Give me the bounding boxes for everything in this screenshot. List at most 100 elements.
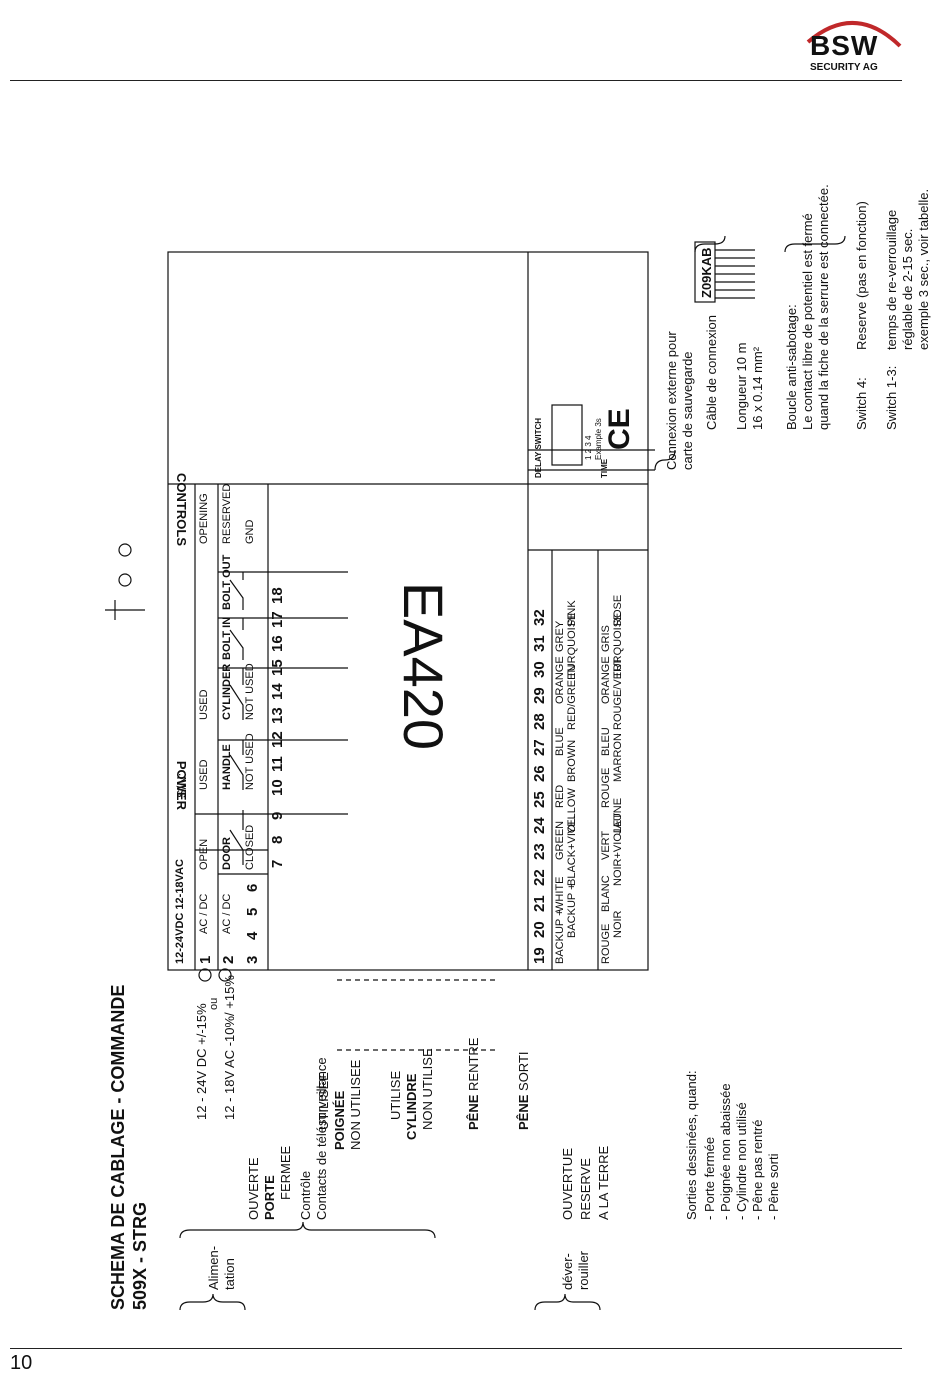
terminal-label: USED [198,759,210,790]
power-or-label: ou [208,997,220,1010]
terminal-label: ORANGE [554,656,566,704]
external-backup-line2: carte de sauvegarde [680,351,695,470]
contact-pene-sorti-bold: PÊNE [516,1094,531,1130]
delay-switch-numbers: 1 2 3 4 [584,435,593,460]
notes-item: - Porte fermée [702,1136,717,1220]
switch13-label: Switch 1-3: [884,365,899,430]
group-label-deverrouiller: déver- [560,1253,575,1290]
terminal-number: 22 [531,869,548,886]
terminal-label: BACKUP + [566,883,578,938]
terminal-number: 27 [531,739,548,756]
power-ac-label: 12 - 18V AC -10%/ +15% [222,975,237,1120]
terminal-number: 9 [269,811,286,820]
switch13-line3: exemple 3 sec., voir tabelle. [916,188,931,350]
terminal-label: BLUE [554,727,566,756]
terminal-number: 25 [531,791,548,808]
logo-brand: BSW [810,30,879,61]
release-reserve: RESERVE [578,1158,593,1220]
contact-pene-rentre-text: RENTRE [466,1037,481,1095]
wire-color-label: MARRON [612,733,624,782]
notes-item: - Cylindre non utilisé [734,1102,749,1220]
terminal-label: BROWN [566,739,578,782]
contact-porte-closed: FERMEE [278,1145,293,1200]
terminal-label: GREY [554,620,566,652]
notes-item: - Poignée non abaissée [718,1083,733,1220]
diagram-title-line2: 509X - STRG [130,1201,150,1310]
footer-rule [10,1348,902,1349]
terminal-number: 23 [531,843,548,860]
terminal-number: 26 [531,765,548,782]
terminal-label: OPENING [198,493,210,544]
terminal-label: WHITE [554,876,566,912]
terminal-label: RESERVED [221,483,233,544]
terminal-number: 16 [269,635,286,652]
terminal-number: 2 [220,955,237,964]
switch13-line2: réglable de 2-15 sec. [900,228,915,350]
tamper-line2: quand la fiche de la serrure est connect… [816,184,831,430]
terminal-number: 3 [244,955,261,964]
power-dc-label: 12 - 24V DC +/-15% [194,1003,209,1120]
terminal-label: GND [244,519,256,544]
terminal-label: AC / DC [221,893,233,934]
terminal-label: PINK [566,600,578,626]
terminal-label: CLOSED [244,824,256,870]
contact-pene-sorti: PÊNE SORTI [516,1051,531,1130]
terminal-number: 6 [244,883,261,892]
terminal-number: 18 [269,587,286,604]
notes-item: - Pêne sorti [766,1153,781,1220]
terminal-number: 21 [531,895,548,912]
logo-tagline: SECURITY AG [810,62,878,73]
group-label-alimentation-line1: Alimen- [206,1245,221,1290]
wiring-diagram: SCHEMA DE CABLAGE - COMMANDE 509X - STRG… [95,150,931,1310]
terminal-label: DOOR [221,837,233,870]
wire-color-label: ROUGE [600,923,612,964]
cable-length: Longueur 10 m [734,342,749,430]
contact-porte-open: OUVERTE [246,1157,261,1220]
group-label-alimentation: Alimen- [206,1245,221,1290]
contact-pene-rentre-bold: PÊNE [466,1094,481,1130]
terminal-number: 15 [269,659,286,676]
contact-poignee-title: POIGNÉE [332,1090,347,1150]
board-power-header: 12-24VDC 12-18VAC [174,859,186,964]
wire-color-label: ROSE [612,594,624,626]
terminal-number: 14 [269,683,286,700]
terminal-label: AC / DC [198,893,210,934]
terminal-number: 31 [531,635,548,652]
cable-title: Câble de connexion [704,315,719,430]
wire-color-label: GRIS [600,625,612,652]
terminal-label: CYLINDER [221,663,233,720]
page-number: 10 [10,1352,33,1374]
delay-switch-example: Example 3s [594,418,603,460]
terminal-number: 1 [197,955,214,964]
group-label-alimentation-2: tation [222,1258,237,1290]
header-rule [10,80,902,81]
group-label-deverrouiller-2: rouiller [576,1250,591,1290]
delay-table-header: TIME [600,458,609,478]
diagram-lines [105,235,846,1310]
terminal-label: NOT USED [244,733,256,790]
terminal-number: 13 [269,707,286,724]
terminal-number: 11 [269,756,286,772]
terminal-label: BOLT OUT [221,554,233,610]
bsw-logo: BSW SECURITY AG [800,12,902,76]
contact-cylindre-not-used: NON UTILISE [420,1048,435,1130]
cable-model: Z09KAB [699,247,714,298]
cable-section: 16 x 0.14 mm² [750,346,765,430]
terminal-label: BOLT IN [221,616,233,660]
terminal-number: 17 [269,611,286,628]
terminal-number: 12 [269,731,286,748]
terminal-label: HANDLE [221,744,233,790]
terminal-number: 20 [531,921,548,938]
wire-color-label: VERT [600,830,612,860]
contact-cylindre-title: CYLINDRE [404,1073,419,1140]
release-terre: A LA TERRE [596,1145,611,1220]
switch13-line1: temps de re-verrouillage [884,209,899,350]
diagram-title-line1: SCHEMA DE CABLAGE - COMMANDE [108,984,128,1310]
board-controls-label: CONTROLS [174,473,189,546]
terminal-number: 28 [531,713,548,730]
terminal-label: NOT USED [244,663,256,720]
board-model: EA420 [392,581,455,750]
terminal-label: YELLOW [566,788,578,834]
terminal-number: 4 [244,931,261,940]
terminal-number: 5 [244,907,261,916]
